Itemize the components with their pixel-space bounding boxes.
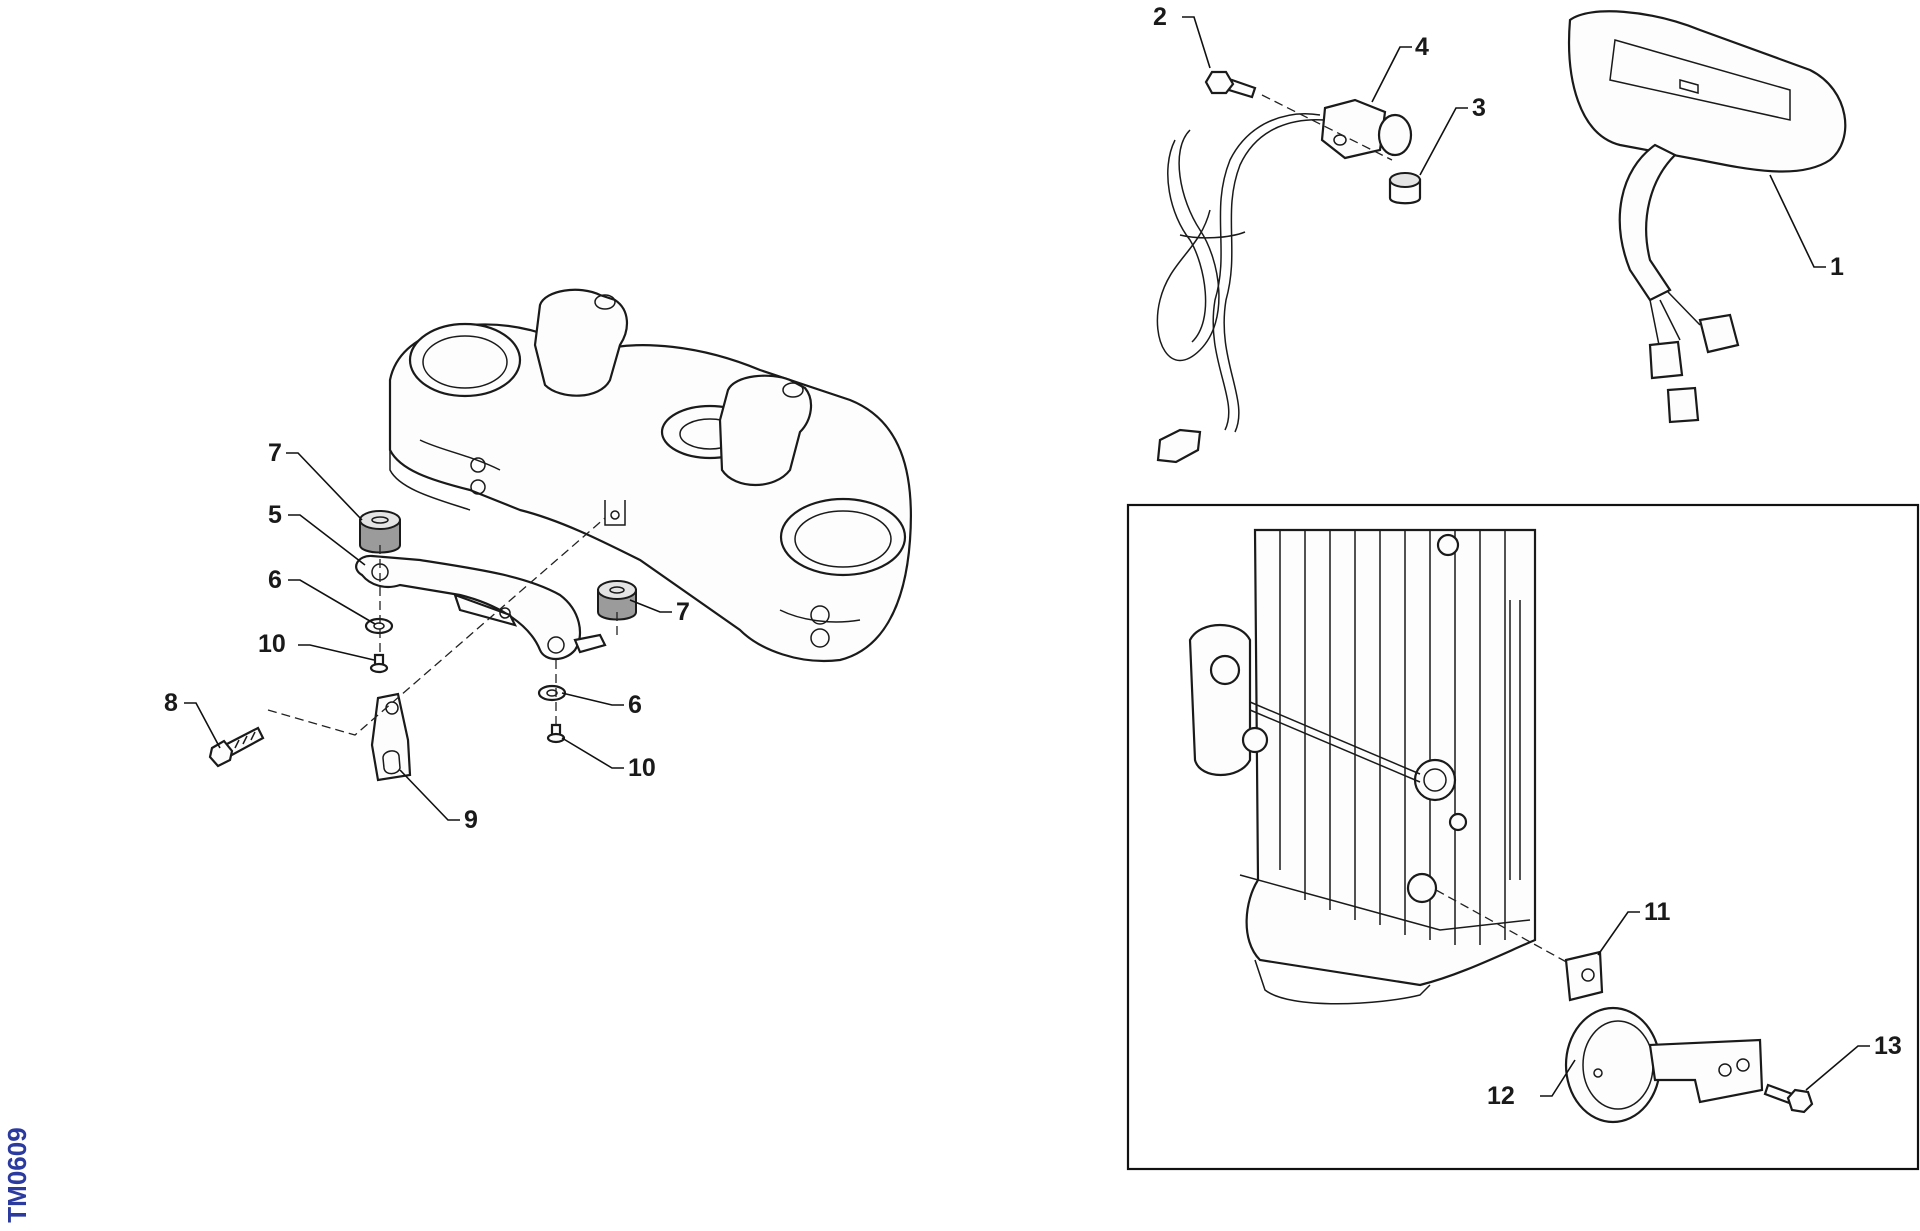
- detail-frame: [1126, 503, 1920, 1171]
- bracket-part-5: [355, 554, 607, 661]
- bolt-13: [1763, 1083, 1814, 1114]
- callout-8: 8: [164, 689, 178, 717]
- bolt-8: [208, 726, 265, 768]
- radiator-assembly: [1188, 528, 1537, 1005]
- washer-6b: [537, 684, 567, 702]
- clip-nut-11: [1564, 950, 1604, 1002]
- callout-1: 1: [1830, 253, 1844, 281]
- instrument-cluster-1: [1568, 10, 1847, 424]
- spacer-3: [1388, 172, 1422, 205]
- triple-clamp: [388, 288, 912, 662]
- speed-sensor-harness: [1156, 98, 1413, 464]
- callout-13: 13: [1874, 1032, 1902, 1060]
- callout-11: 11: [1644, 898, 1671, 926]
- callout-7: 7: [676, 598, 690, 626]
- callout-6: 6: [268, 566, 282, 594]
- callout-4: 4: [1415, 33, 1429, 61]
- assembly-line-horn: [1435, 889, 1591, 976]
- assembly-lines-left: [267, 517, 618, 736]
- leader-lines: [184, 16, 1870, 1097]
- callout-2: 2: [1153, 3, 1167, 31]
- screw-10a: [369, 653, 389, 674]
- assembly-line-sensor: [1261, 94, 1393, 161]
- callout-9: 9: [464, 806, 478, 834]
- plate-9: [370, 692, 412, 782]
- screw-10b: [546, 723, 566, 744]
- horn-12: [1564, 1006, 1764, 1124]
- callout-10: 10: [628, 754, 656, 782]
- callout-6: 6: [628, 691, 642, 719]
- callout-5: 5: [268, 501, 282, 529]
- drawing-code-text: TM0609: [2, 1127, 32, 1223]
- drawing-code-label: TM0609: [2, 1120, 32, 1230]
- screw-2: [1204, 70, 1257, 99]
- callout-10: 10: [258, 630, 286, 658]
- rubber-bushing-7a: [359, 510, 401, 554]
- callout-3: 3: [1472, 94, 1486, 122]
- callout-7: 7: [268, 439, 282, 467]
- callout-12: 12: [1487, 1082, 1515, 1110]
- rubber-bushing-7b: [597, 580, 637, 621]
